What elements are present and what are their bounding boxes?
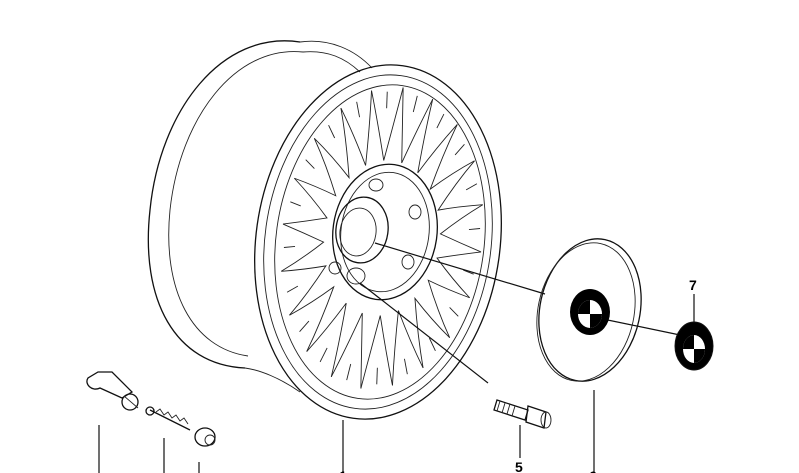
valve-cap-body — [194, 427, 216, 447]
valve-stem-body — [86, 371, 134, 399]
wheel-spoke — [314, 107, 350, 180]
bolt-hole — [408, 204, 422, 220]
hub-cap[interactable] — [524, 229, 653, 391]
valve-core-body — [149, 409, 191, 431]
center-bore-inner — [339, 207, 377, 257]
wheel-spoke-ridge — [463, 269, 474, 275]
emblem-roundel-icon — [674, 321, 714, 371]
wheel-spoke — [392, 310, 424, 386]
wheel-spoke-ridge — [428, 337, 436, 351]
rim-front-lip-inner2 — [274, 84, 486, 400]
wheel-spokes — [281, 87, 483, 389]
wheel-spoke — [436, 251, 482, 299]
valve-cap-top — [204, 434, 216, 446]
wheel-spoke — [437, 160, 483, 211]
callout-bolt: 5 — [515, 459, 523, 473]
wheel-spoke — [330, 312, 363, 389]
wheel-spoke-ridge — [376, 367, 378, 385]
wheel-spoke-ridge — [436, 113, 445, 129]
axis-line-emblem — [597, 317, 681, 336]
wheel-spoke-ridge — [286, 285, 299, 293]
wheel-spoke-ridge — [283, 245, 296, 248]
bolt-hole — [328, 261, 342, 275]
wheel-spoke-ridge — [454, 144, 465, 156]
valve-stem-tip — [123, 395, 139, 409]
wheel-spoke — [360, 315, 393, 389]
wheel-spoke-ridge — [299, 320, 310, 332]
wheel-spoke — [289, 285, 335, 352]
wheel-spoke — [417, 99, 458, 174]
axis-line-bolt — [359, 282, 489, 384]
wheel-spoke-ridge — [386, 91, 388, 109]
wheel-bolt[interactable] — [493, 399, 552, 429]
wheel-spoke — [306, 302, 347, 377]
bolt-hole — [346, 267, 366, 285]
wheel-spoke — [340, 90, 372, 166]
bolt-hole — [401, 254, 415, 270]
wheel-spoke-ridge — [290, 201, 301, 207]
hub-disc — [331, 163, 439, 301]
wheel-spoke — [294, 138, 337, 197]
wheel-spoke — [281, 223, 325, 272]
wheel-spoke — [427, 279, 470, 338]
wheel-spoke — [414, 296, 450, 369]
hub-cap-outline — [538, 238, 642, 382]
rim-back-inner — [168, 51, 304, 357]
hub-cap-roundel-icon — [570, 289, 610, 335]
wheel-spoke — [282, 177, 328, 225]
wheel-spoke-ridge — [356, 101, 360, 118]
rim-barrel-top2 — [302, 51, 361, 73]
wheel-spoke — [371, 87, 404, 161]
wheel-bolt-thread — [496, 400, 516, 417]
rim-back-outline — [147, 40, 301, 369]
wheel-spoke-ridge — [319, 347, 328, 363]
wheel-bolt-head-face — [540, 411, 552, 429]
emblem[interactable] — [674, 321, 714, 371]
center-bore — [335, 196, 389, 264]
callout-hub-cap: 6 — [589, 468, 597, 473]
wheel-spoke-ridge — [468, 228, 481, 231]
wheel-spoke-ridge — [412, 95, 418, 113]
wheel-spoke — [401, 87, 434, 164]
wheel-bolt-head — [525, 405, 547, 429]
wheel-rim[interactable] — [147, 40, 523, 435]
wheel-spoke-ridge — [404, 358, 408, 375]
callout-wheel: 1 — [339, 468, 347, 473]
rim-barrel-bottom — [244, 367, 301, 393]
valve-core[interactable] — [145, 406, 191, 431]
wheel-spoke-ridge — [328, 125, 336, 139]
axis-line-cap — [374, 242, 546, 295]
wheel-spoke — [429, 124, 475, 191]
bolt-hole — [368, 178, 384, 192]
wheel-spoke — [281, 265, 327, 316]
wheel-spoke — [439, 204, 483, 253]
valve-core-thread — [155, 408, 189, 425]
rim-barrel-top — [299, 40, 373, 69]
rim-front-lip — [254, 64, 502, 420]
wheel-spoke-ridge — [346, 363, 352, 381]
valve-stem[interactable] — [86, 371, 139, 411]
rim-front-lip-inner — [263, 74, 493, 410]
wheel-bolt-shank — [493, 399, 529, 421]
wheel-spoke-ridge — [305, 159, 315, 169]
wheel-spoke-ridge — [465, 183, 478, 191]
callout-emblem: 7 — [689, 277, 697, 293]
valve-core-end — [145, 406, 155, 416]
wheel-spoke-ridge — [449, 307, 459, 317]
hub-cap-rim — [536, 242, 636, 382]
hub-disc-inner — [340, 171, 430, 293]
valve-cap[interactable] — [194, 427, 216, 447]
valve-stem-nut — [121, 393, 139, 411]
